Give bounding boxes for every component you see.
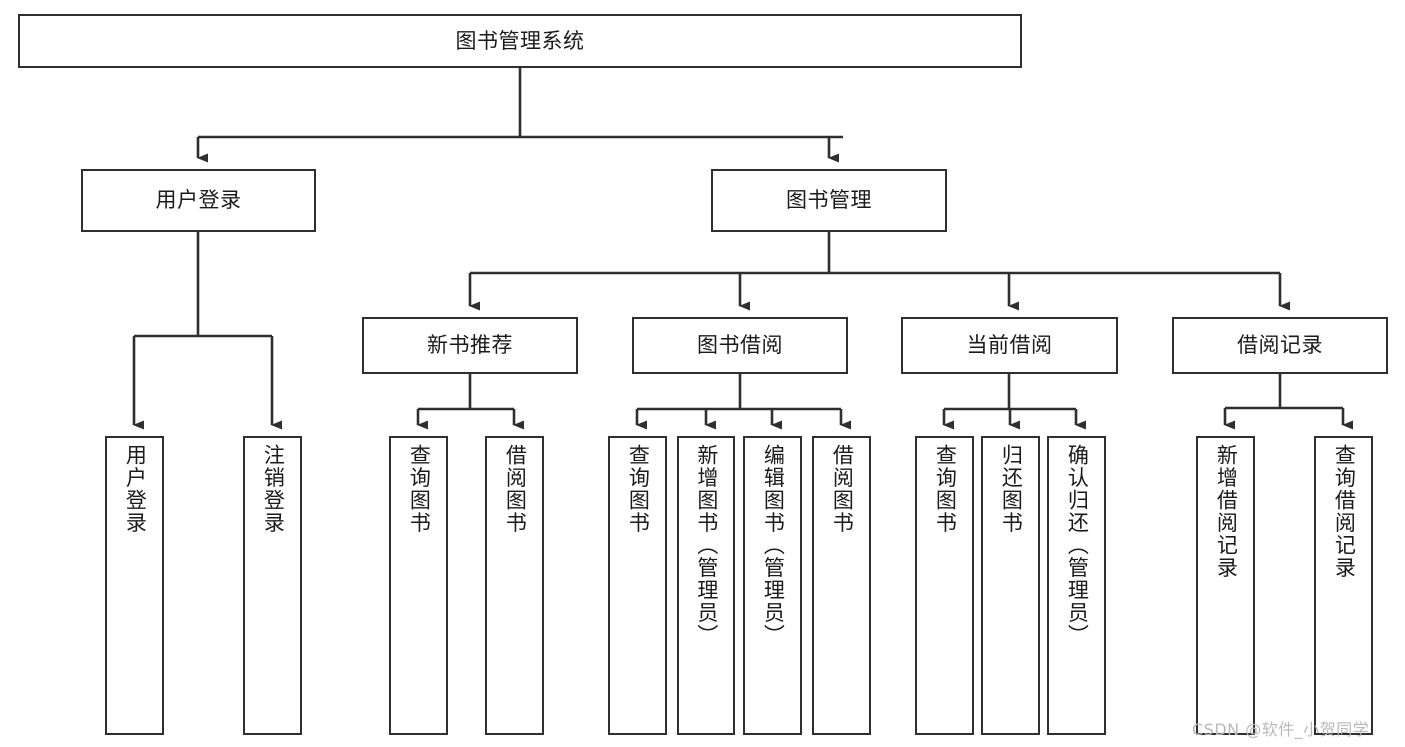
node-leaf-confirm-return-admin[interactable]: 确认归还（管理员） [1047,436,1106,735]
node-book-borrow[interactable]: 图书借阅 [632,317,848,374]
node-book-manage-label: 图书管理 [786,188,872,213]
node-current-borrow[interactable]: 当前借阅 [901,317,1118,374]
node-user-login[interactable]: 用户登录 [81,169,316,232]
node-leaf-borrow-book[interactable]: 借阅图书 [812,436,871,735]
node-borrow-record-label: 借阅记录 [1237,333,1323,358]
node-book-borrow-label: 图书借阅 [697,333,783,358]
node-leaf-add-borrow-record-label: 新增借阅记录 [1214,444,1239,579]
node-leaf-add-borrow-record[interactable]: 新增借阅记录 [1196,436,1255,735]
node-current-borrow-label: 当前借阅 [966,333,1053,358]
node-leaf-borrow-book-recommend-label: 借阅图书 [503,444,528,534]
node-leaf-user-login-label: 用户登录 [123,444,148,534]
node-leaf-query-book-recommend[interactable]: 查询图书 [389,436,448,735]
node-leaf-query-book-current[interactable]: 查询图书 [915,436,974,735]
node-new-book-recommend[interactable]: 新书推荐 [362,317,578,374]
csdn-watermark: CSDN @软件_小贺同学 [1192,720,1370,739]
node-leaf-borrow-book-label: 借阅图书 [830,444,855,534]
node-leaf-return-book-label: 归还图书 [999,444,1024,534]
node-leaf-edit-book-admin-label: 编辑图书（管理员） [761,444,786,647]
node-root-system[interactable]: 图书管理系统 [18,14,1022,68]
node-book-manage[interactable]: 图书管理 [711,169,947,232]
node-leaf-query-borrow-record-label: 查询借阅记录 [1332,444,1357,579]
node-leaf-query-book-recommend-label: 查询图书 [407,444,432,534]
node-new-book-recommend-label: 新书推荐 [427,333,513,358]
node-leaf-borrow-book-recommend[interactable]: 借阅图书 [485,436,544,735]
node-leaf-add-book-admin-label: 新增图书（管理员） [694,444,719,647]
node-leaf-edit-book-admin[interactable]: 编辑图书（管理员） [743,436,802,735]
node-leaf-logout[interactable]: 注销登录 [243,436,302,735]
node-root-label: 图书管理系统 [455,28,585,53]
node-borrow-record[interactable]: 借阅记录 [1172,317,1388,374]
node-leaf-return-book[interactable]: 归还图书 [981,436,1040,735]
node-leaf-user-login[interactable]: 用户登录 [105,436,164,735]
node-leaf-query-book-borrow-label: 查询图书 [626,444,651,534]
node-leaf-query-book-current-label: 查询图书 [933,444,958,534]
node-leaf-query-borrow-record[interactable]: 查询借阅记录 [1314,436,1373,735]
node-leaf-logout-label: 注销登录 [261,444,286,534]
node-leaf-add-book-admin[interactable]: 新增图书（管理员） [677,436,735,735]
node-leaf-query-book-borrow[interactable]: 查询图书 [608,436,667,735]
node-leaf-confirm-return-admin-label: 确认归还（管理员） [1065,444,1090,647]
connectors [132,68,1353,430]
node-user-login-label: 用户登录 [155,188,242,213]
